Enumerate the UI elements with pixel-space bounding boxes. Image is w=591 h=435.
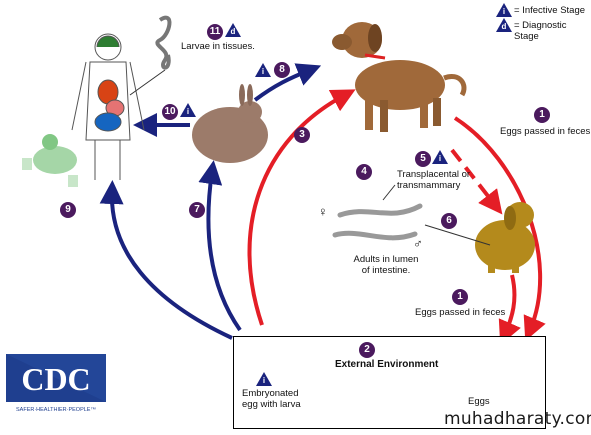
embryonated-label-line1: Embryonated [242,388,299,399]
step-11-diagnostic-icon [225,23,241,37]
adult-dog-illustration [332,22,467,132]
step-6-badge: 6 [441,213,457,229]
legend-diagnostic-icon [496,18,512,32]
larvae-tangle-illustration [155,15,172,70]
legend-diagnostic-label: = Diagnostic Stage [514,20,567,42]
external-environment-box [233,336,546,429]
arrow-rabbit-to-dog [253,63,322,102]
adults-label-line1: Adults in lumen [353,254,419,265]
cdc-logo-tagline: SAFER·HEALTHIER·PEOPLE™ [16,407,96,413]
pointer-line-puppy [424,224,491,246]
adults-label: Adults in lumen of intestine. [353,254,419,276]
watermark: muhadharaty.com [444,409,591,429]
step-8-infective-icon [255,63,271,77]
step-5-label: Transplacental or transmammary [397,169,471,191]
rabbit-illustration [192,84,268,163]
step-5-infective-icon [432,150,448,164]
male-symbol: ♂ [413,236,423,251]
embryonated-infective-icon [256,372,272,386]
arrow-transplacental [450,148,503,215]
legend-diagnostic-letter: d [501,22,507,31]
step-10-infective-icon [180,103,196,117]
legend-infective-label: = Infective Stage [514,5,586,16]
step-1a-label: Eggs passed in feces [500,126,591,137]
pointer-line-transplacental [382,184,396,201]
step-10-badge: 10 [162,104,178,120]
arrow-puppy-to-environment [498,274,521,345]
human-figure-illustration [71,33,145,180]
arrow-environment-to-human [99,180,233,340]
child-playing-illustration [22,134,78,187]
eggs-label: Eggs [468,396,490,407]
step-8-badge: 8 [274,62,290,78]
step-10-infective-letter: i [186,107,190,116]
adult-worms-illustration [332,203,423,241]
step-2-badge: 2 [359,342,375,358]
step-9-badge: 9 [60,202,76,218]
legend-infective-icon [496,3,512,17]
step-1b-label: Eggs passed in feces [415,307,506,318]
puppy-illustration [475,202,535,273]
step-1a-badge: 1 [534,107,550,123]
step-3-badge: 3 [294,127,310,143]
step-11-badge: 11 [207,24,223,40]
step-4-badge: 4 [356,164,372,180]
step-11-label: Larvae in tissues. [181,41,255,52]
legend-infective-letter: i [502,7,506,16]
arrow-environment-to-rabbit [198,160,242,332]
step-2-label: External Environment [335,359,439,370]
embryonated-infective-letter: i [262,376,266,385]
pointer-line-larvae [129,69,166,96]
step-5-infective-letter: i [438,154,442,163]
adults-label-line2: of intestine. [361,265,411,276]
female-symbol: ♀ [318,204,328,219]
step-8-infective-letter: i [261,67,265,76]
step-5-badge: 5 [415,151,431,167]
cdc-logo-text: CDC [21,361,90,397]
cdc-logo: CDC SAFER·HEALTHIER·PEOPLE™ [6,354,106,414]
step-11-diagnostic-letter: d [230,27,236,36]
embryonated-label-line2: egg with larva [242,399,301,410]
embryonated-label: Embryonated egg with larva [242,388,301,410]
step-7-badge: 7 [189,202,205,218]
arrow-environment-to-dog [247,89,356,326]
step-1b-badge: 1 [452,289,468,305]
